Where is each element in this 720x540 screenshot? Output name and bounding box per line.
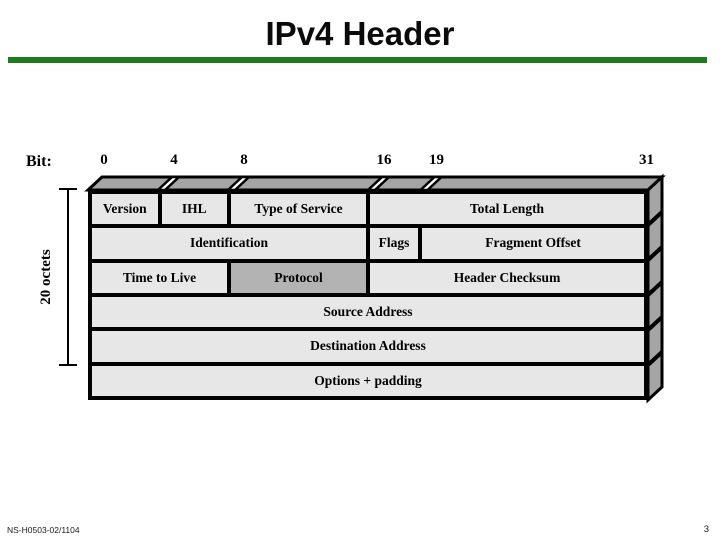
field-time-to-live: Time to Live: [92, 262, 227, 293]
octets-label: 20 octets: [38, 249, 54, 305]
octets-bracket-line: [67, 188, 69, 366]
bit-tick-19: 19: [429, 152, 444, 168]
field-total-length: Total Length: [370, 194, 644, 225]
bit-tick-31: 31: [639, 152, 654, 168]
bit-tick-16: 16: [376, 152, 392, 168]
field-flags: Flags: [370, 228, 419, 259]
field-ihl: IHL: [161, 194, 227, 225]
field-source-address: Source Address: [92, 297, 644, 328]
page-title: IPv4 Header: [265, 15, 455, 52]
row-cut: [646, 350, 664, 367]
bit-tick-0: 0: [100, 152, 108, 168]
row-cut: [646, 280, 664, 297]
field-destination-address: Destination Address: [92, 331, 644, 362]
field-version: Version: [92, 194, 158, 225]
bit-tick-4: 4: [170, 152, 178, 168]
field-identification: Identification: [92, 228, 366, 259]
field-options-padding: Options + padding: [92, 365, 644, 396]
octets-bracket-tick-top: [59, 188, 77, 190]
page-number: 3: [703, 524, 709, 535]
field-fragment-offset: Fragment Offset: [422, 228, 644, 259]
row-cut: [646, 245, 664, 262]
bit-tick-8: 8: [240, 152, 248, 168]
title-underline-rule: [8, 57, 707, 63]
octets-bracket-tick-bottom: [59, 364, 77, 366]
row-cut: [646, 210, 664, 227]
row-cut: [646, 315, 664, 332]
footer-doc-id: NS-H0503-02/1104: [7, 525, 80, 535]
field-header-checksum: Header Checksum: [370, 262, 644, 293]
field-protocol: Protocol: [231, 262, 366, 293]
field-type-of-service: Type of Service: [231, 194, 366, 225]
bit-axis-label: Bit:: [26, 153, 52, 170]
